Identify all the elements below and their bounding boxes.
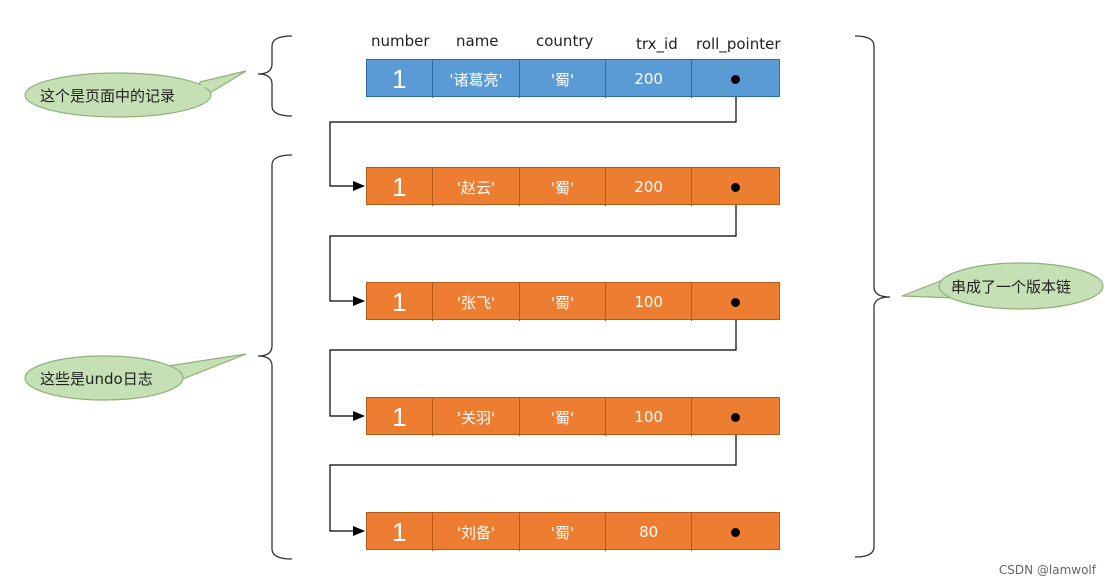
- cell-name: '诸葛亮': [433, 60, 521, 98]
- cell-name: '刘备': [433, 513, 521, 551]
- cell-country: '蜀': [520, 513, 606, 551]
- cell-country: '蜀': [520, 168, 606, 206]
- header-name: name: [456, 32, 499, 50]
- link-4: [329, 416, 737, 536]
- cell-country: '蜀': [520, 398, 606, 436]
- brace-record: [257, 35, 293, 117]
- cell-country: '蜀': [520, 283, 606, 321]
- header-trx-id: trx_id: [636, 35, 678, 53]
- undo-row: 1 '关羽' '蜀' 100: [366, 397, 780, 436]
- link-3: [329, 301, 737, 421]
- cell-roll-pointer: [692, 168, 779, 206]
- cell-country: '蜀': [520, 60, 606, 98]
- cell-number: 1: [367, 60, 433, 98]
- cell-trx-id: 100: [606, 398, 693, 436]
- pointer-dot: [731, 74, 741, 84]
- callout-chain-bubble: [901, 262, 1104, 310]
- cell-number: 1: [367, 168, 433, 206]
- cell-trx-id: 100: [606, 283, 693, 321]
- cell-trx-id: 200: [606, 168, 693, 206]
- pointer-dot: [731, 527, 741, 537]
- cell-roll-pointer: [692, 513, 779, 551]
- undo-row: 1 '刘备' '蜀' 80: [366, 512, 780, 551]
- undo-row: 1 '赵云' '蜀' 200: [366, 167, 780, 206]
- header-country: country: [536, 32, 594, 50]
- undo-row: 1 '张飞' '蜀' 100: [366, 282, 780, 321]
- callout-undo-text: 这些是undo日志: [40, 370, 153, 388]
- cell-trx-id: 200: [606, 60, 693, 98]
- header-number: number: [371, 32, 430, 50]
- callout-chain-text: 串成了一个版本链: [951, 278, 1072, 296]
- cell-name: '赵云': [433, 168, 521, 206]
- watermark: CSDN @lamwolf: [998, 563, 1096, 577]
- cell-roll-pointer: [692, 60, 779, 98]
- cell-roll-pointer: [692, 283, 779, 321]
- pointer-dot: [731, 182, 741, 192]
- brace-chain: [854, 35, 891, 558]
- cell-number: 1: [367, 513, 433, 551]
- callout-undo-bubble: [24, 353, 247, 401]
- pointer-dot: [731, 412, 741, 422]
- version-chain-links: [329, 78, 737, 536]
- cell-trx-id: 80: [606, 513, 693, 551]
- cell-number: 1: [367, 283, 433, 321]
- header-roll-pointer: roll_pointer: [696, 35, 781, 53]
- pointer-dot: [731, 297, 741, 307]
- record-row: 1 '诸葛亮' '蜀' 200: [366, 59, 780, 98]
- callout-record-bubble: [24, 70, 247, 118]
- brace-undo: [257, 154, 293, 560]
- cell-name: '张飞': [433, 283, 521, 321]
- cell-number: 1: [367, 398, 433, 436]
- link-2: [329, 186, 737, 306]
- cell-name: '关羽': [433, 398, 521, 436]
- cell-roll-pointer: [692, 398, 779, 436]
- callout-record-text: 这个是页面中的记录: [40, 87, 176, 105]
- link-1: [329, 78, 737, 191]
